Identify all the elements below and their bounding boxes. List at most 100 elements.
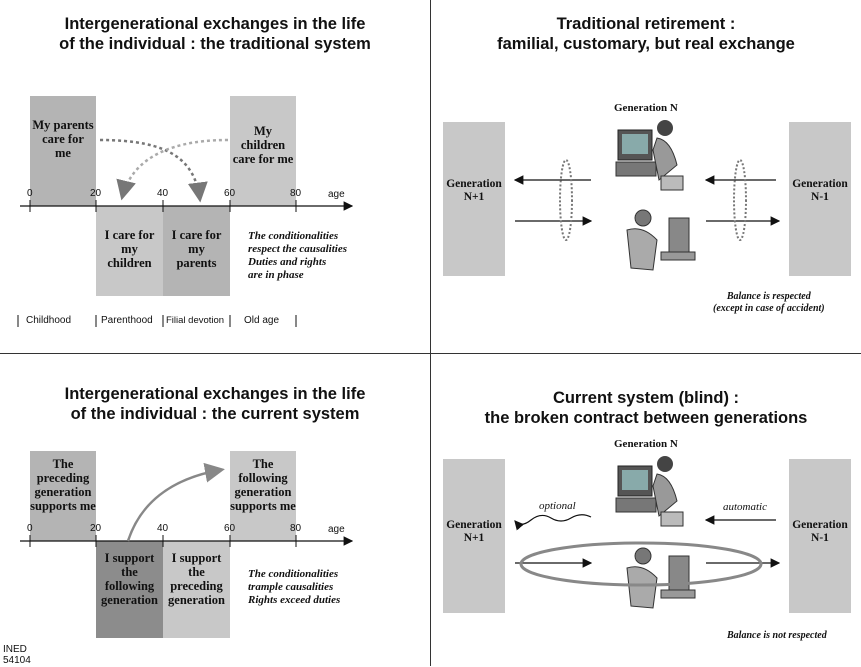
- computer-user-icon: [615, 456, 684, 527]
- box-text: supports me: [230, 499, 296, 513]
- box-generation-n-minus-1: Generation N-1: [789, 459, 851, 613]
- box-text: preceding: [170, 579, 223, 593]
- box-text: my: [121, 242, 138, 256]
- box-text: generation: [34, 485, 92, 499]
- axis-label-age: age: [328, 189, 345, 200]
- box-text: preceding: [36, 471, 90, 485]
- note-line: Rights exceed duties: [248, 594, 341, 606]
- traditional-note: The conditionalities respect the causali…: [248, 230, 347, 282]
- panel-title: Current system (blind) : the broken cont…: [431, 388, 861, 428]
- box-preceding-generation-supports-me: The preceding generation supports me: [30, 451, 96, 541]
- panel-traditional-lifecycle: Intergenerational exchanges in the life …: [0, 0, 431, 354]
- box-parents-care-for-me: My parents care for me: [30, 96, 96, 206]
- box-text: care for me: [232, 152, 294, 166]
- generation-n-label: Generation N: [614, 438, 678, 450]
- ined-footer: INED 54104: [3, 644, 31, 666]
- title-line-1: Current system (blind) :: [552, 389, 740, 407]
- current-note: The conditionalities trample causalities…: [248, 568, 340, 607]
- tick-60: 60: [224, 188, 236, 199]
- box-text: children: [240, 138, 286, 152]
- gen-label: Generation: [446, 178, 502, 190]
- tick-0: 0: [27, 523, 33, 534]
- label-optional: optional: [539, 500, 576, 512]
- box-text: I care for: [104, 228, 155, 242]
- title-line-1: Traditional retirement :: [556, 15, 736, 33]
- gen-label: N-1: [811, 191, 829, 203]
- title-line-2: familial, customary, but real exchange: [497, 35, 795, 53]
- footer-line: INED: [3, 644, 27, 655]
- tick-40: 40: [157, 188, 169, 199]
- box-text: generation: [101, 593, 158, 607]
- broken-contract-diagram: [514, 456, 781, 609]
- tick-60: 60: [224, 523, 236, 534]
- tick-40: 40: [157, 523, 169, 534]
- box-text: The: [52, 457, 74, 471]
- box-text: children: [107, 256, 152, 270]
- box-children-care-for-me: My children care for me: [230, 96, 296, 206]
- box-generation-n-plus-1: Generation N+1: [443, 122, 505, 276]
- stage-parenthood: Parenthood: [101, 315, 153, 326]
- footer-line: 54104: [3, 655, 31, 666]
- label-automatic: automatic: [723, 501, 767, 513]
- generation-n-label: Generation N: [614, 102, 678, 114]
- box-text: I support: [104, 551, 155, 565]
- gen-label: N-1: [811, 532, 829, 544]
- retirement-exchange-diagram: [513, 120, 781, 271]
- box-text: The: [252, 457, 274, 471]
- axis-label-age: age: [328, 524, 345, 535]
- box-generation-n-minus-1: Generation N-1: [789, 122, 851, 276]
- panel-traditional-retirement: Traditional retirement : familial, custo…: [430, 0, 861, 354]
- box-text: generation: [168, 593, 225, 607]
- note-line: The conditionalities: [248, 568, 339, 580]
- gen-label: N+1: [463, 191, 485, 203]
- note-line: The conditionalities: [248, 230, 339, 242]
- panel-title: Intergenerational exchanges in the life …: [0, 14, 430, 54]
- age-axis: [17, 138, 354, 327]
- box-following-generation-supports-me: The following generation supports me: [230, 451, 296, 541]
- panel-title: Traditional retirement : familial, custo…: [431, 14, 861, 54]
- stage-filial-devotion: Filial devotion: [166, 315, 225, 326]
- box-i-support-preceding-generation: I support the preceding generation: [163, 541, 230, 638]
- computer-user-icon: [615, 120, 684, 191]
- box-i-care-for-children: I care for my children: [96, 206, 163, 296]
- box-i-support-following-generation: I support the following generation: [96, 541, 163, 638]
- note-line: trample causalities: [248, 581, 334, 593]
- panel-title: Intergenerational exchanges in the life …: [0, 384, 430, 424]
- box-i-care-for-parents: I care for my parents: [163, 206, 230, 296]
- tick-0: 0: [27, 188, 33, 199]
- person-at-computer-icon: [626, 209, 696, 271]
- title-line-1: Intergenerational exchanges in the life: [64, 385, 366, 403]
- tick-20: 20: [90, 188, 102, 199]
- person-at-computer-icon: [626, 547, 696, 609]
- gen-label: N+1: [463, 532, 485, 544]
- box-text: following: [104, 579, 155, 593]
- note-line: are in phase: [248, 269, 304, 281]
- title-line-2: the broken contract between generations: [484, 409, 808, 427]
- title-line-2: of the individual : the current system: [70, 405, 360, 423]
- age-axis: [20, 462, 354, 547]
- box-text: supports me: [30, 499, 96, 513]
- note-line: Balance is respected: [726, 291, 811, 302]
- box-text: My parents: [32, 118, 94, 132]
- gen-label: Generation: [446, 519, 502, 531]
- gen-label: Generation: [792, 178, 848, 190]
- stage-childhood: Childhood: [26, 315, 72, 326]
- box-text: generation: [234, 485, 292, 499]
- box-text: the: [121, 565, 138, 579]
- box-text: My: [253, 124, 273, 138]
- balance-not-respected-note: Balance is not respected: [727, 630, 827, 641]
- box-text: the: [188, 565, 205, 579]
- panel-current-retirement: Current system (blind) : the broken cont…: [430, 353, 861, 666]
- gen-label: Generation: [792, 519, 848, 531]
- box-text: my: [188, 242, 205, 256]
- box-text: I support: [171, 551, 222, 565]
- box-text: care for: [42, 132, 84, 146]
- stage-old-age: Old age: [244, 315, 280, 326]
- tick-80: 80: [290, 188, 302, 199]
- note-line: (except in case of accident): [713, 303, 825, 314]
- note-line: Duties and rights: [248, 256, 327, 268]
- panel-current-lifecycle: Intergenerational exchanges in the life …: [0, 353, 431, 666]
- box-generation-n-plus-1: Generation N+1: [443, 459, 505, 613]
- title-line-1: Intergenerational exchanges in the life: [64, 15, 366, 33]
- tick-20: 20: [90, 523, 102, 534]
